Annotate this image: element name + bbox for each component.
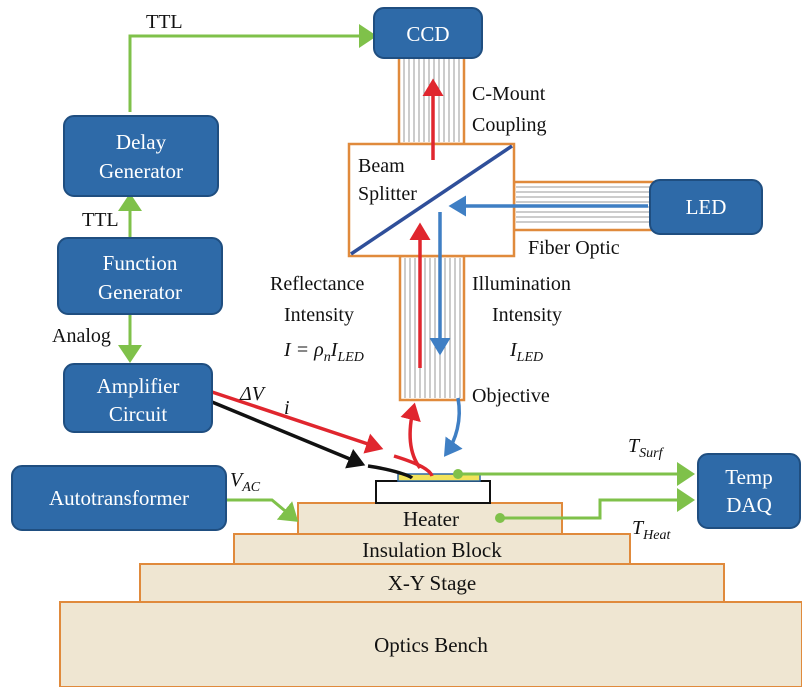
ttl-mid-label: TTL	[82, 209, 119, 231]
temp-daq	[697, 453, 801, 529]
optics-bench-label: Optics Bench	[374, 633, 488, 657]
insulation-block	[233, 533, 631, 565]
ttl-line-to-ccd	[128, 24, 377, 112]
function-label-2: Generator	[98, 280, 182, 304]
xy-stage-label: X-Y Stage	[388, 571, 476, 595]
beam-splitter-label-1: Beam	[358, 155, 405, 177]
tsurf-label: TSurf	[628, 435, 665, 461]
ccd-label: CCD	[406, 22, 449, 46]
amplifier-circuit	[63, 363, 213, 433]
led-label: LED	[686, 195, 727, 219]
function-label-1: Function	[103, 251, 178, 275]
delay-label-2: Generator	[99, 159, 183, 183]
objective-label: Objective	[472, 385, 550, 407]
voltage-lead-contact	[393, 454, 434, 477]
vac-label: VAC	[230, 469, 261, 495]
vac-line-to-heater	[226, 498, 299, 522]
reflectance-label-2: Intensity	[284, 304, 354, 326]
tsurf-sensor-dot	[453, 469, 463, 479]
illumination-to-sample	[443, 397, 463, 457]
autotransformer-label: Autotransformer	[49, 486, 189, 510]
illumination-label-2: Intensity	[492, 304, 562, 326]
delay-generator	[63, 115, 219, 197]
heater-label: Heater	[403, 507, 459, 531]
illumination-variable: ILED	[509, 339, 543, 365]
delta-v-label: ΔV	[239, 383, 267, 405]
beam-splitter-mirror	[350, 144, 513, 256]
fiber-optic-label: Fiber Optic	[528, 237, 620, 259]
sample-chip	[397, 473, 481, 482]
amplifier-label-1: Amplifier	[97, 374, 180, 398]
theat-sensor-dot	[495, 513, 505, 523]
objective-lens	[398, 254, 466, 402]
insulation-block-label: Insulation Block	[362, 538, 502, 562]
autotransformer	[11, 465, 227, 531]
function-generator	[57, 237, 223, 315]
optics-bench	[59, 601, 802, 687]
voltage-lead	[211, 390, 384, 454]
reflectance-equation: I = ρnILED	[283, 339, 364, 365]
beam-splitter-label-2: Splitter	[358, 183, 417, 205]
amplifier-label-2: Circuit	[109, 402, 167, 426]
reflectance-label-1: Reflectance	[270, 273, 364, 295]
current-lead	[211, 400, 366, 469]
theat-label: THeat	[632, 517, 671, 543]
sample-holder	[375, 480, 491, 504]
theat-line-to-daq	[502, 488, 695, 520]
temp-daq-label-1: Temp	[725, 465, 773, 489]
ttl-top-label: TTL	[146, 11, 183, 33]
temp-daq-label-2: DAQ	[726, 493, 772, 517]
current-label: i	[284, 397, 290, 419]
delay-label-1: Delay	[116, 130, 167, 154]
illumination-label-1: Illumination	[472, 273, 571, 295]
ccd-camera	[373, 7, 483, 59]
current-lead-contact	[367, 464, 414, 480]
led-source	[649, 179, 763, 235]
xy-stage	[139, 563, 725, 603]
c-mount-label-2: Coupling	[472, 114, 546, 136]
analog-label: Analog	[52, 325, 111, 347]
reflected-light-from-sample	[400, 402, 422, 470]
c-mount-label-1: C-Mount	[472, 83, 546, 105]
